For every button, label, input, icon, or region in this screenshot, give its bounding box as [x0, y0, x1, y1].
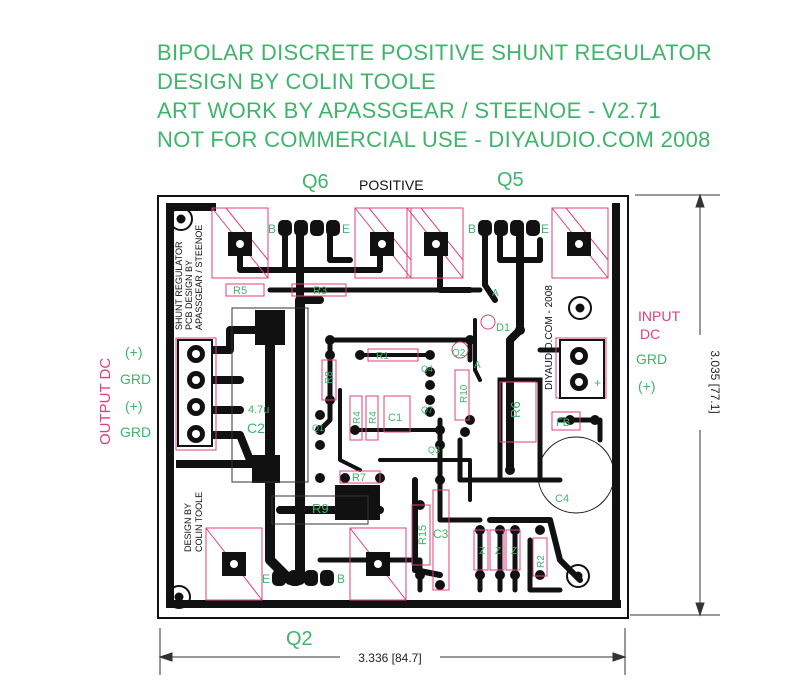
- zener-1-label: Z: [479, 546, 485, 557]
- zener-3-label: Z: [511, 546, 517, 557]
- fb-label: FB: [556, 417, 570, 429]
- anode-pin-a: A: [492, 288, 499, 299]
- input-pin-1: GRD: [636, 351, 667, 367]
- q2-label: Q2: [286, 628, 313, 650]
- zener-2-label: Z: [495, 546, 501, 557]
- q6-base-pin: B: [268, 222, 276, 236]
- q4-label: Q4: [421, 364, 433, 374]
- d1-label: D1: [496, 322, 510, 334]
- title-line-2: DESIGN BY COLIN TOOLE: [157, 69, 436, 94]
- c2-label: C2: [247, 420, 265, 436]
- silk-left-line-2: PCB DESIGN BY: [184, 260, 194, 330]
- r3-label: R3: [313, 285, 327, 297]
- width-dimension: [158, 628, 627, 675]
- c4-label: C4: [555, 493, 569, 505]
- r8-label: R8: [324, 371, 335, 384]
- r2-label: R2: [536, 555, 547, 568]
- component-outlines: [225, 283, 615, 591]
- q5-label: Q5: [497, 169, 524, 191]
- r9-label: R9: [312, 501, 329, 516]
- input-label-line-1: INPUT: [638, 308, 680, 324]
- input-terminal-block: [559, 339, 605, 399]
- width-dimension-label: 3.336 [84.7]: [358, 651, 421, 665]
- mounting-holes: [167, 207, 592, 609]
- input-plus-pin: +: [594, 376, 601, 390]
- q6-label: Q6: [302, 171, 329, 193]
- r10-label: R10: [459, 384, 470, 403]
- q2-base-pin: B: [337, 572, 345, 586]
- title-block: BIPOLAR DISCRETE POSITIVE SHUNT REGULATO…: [157, 38, 777, 154]
- ground-plane: [166, 203, 621, 608]
- r15-label: R15: [417, 525, 429, 545]
- input-pin-2: (+): [638, 378, 656, 394]
- r4-label-a: R4: [352, 411, 363, 424]
- r4-label-b: R4: [368, 411, 379, 424]
- title-line-3: ART WORK BY APASSGEAR / STEENOE - V2.71: [157, 98, 662, 123]
- q5-base-pin: B: [468, 222, 476, 236]
- output-dc-label: OUTPUT DC: [97, 358, 114, 445]
- pin-rows: [272, 220, 540, 586]
- title-line-1: BIPOLAR DISCRETE POSITIVE SHUNT REGULATO…: [157, 40, 713, 65]
- silk-left-line-1: SHUNT REGULATOR: [174, 241, 184, 330]
- q2-small-label: Q2: [452, 348, 466, 359]
- silk-bottom-left-line-1: DESIGN BY: [183, 503, 193, 552]
- labels: POSITIVE Q6 Q5 Q2 B E B E E B R5 R3 R1 R…: [97, 169, 680, 650]
- c1-label: C1: [388, 412, 402, 424]
- c3-label: C3: [433, 527, 449, 541]
- output-pin-4: GRD: [120, 424, 151, 440]
- title-line-4: NOT FOR COMMERCIAL USE - DIYAUDIO.COM 20…: [157, 127, 711, 152]
- q3-label: Q3: [428, 445, 440, 455]
- input-label-line-2: DC: [640, 326, 660, 342]
- q1-label: Q1: [312, 423, 324, 433]
- c2-value: 4.7u: [248, 404, 269, 416]
- r1-label: R1: [376, 351, 389, 362]
- output-pin-1: (+): [125, 344, 143, 360]
- q7-label: Q7: [421, 405, 433, 415]
- transistor-pads: [222, 232, 591, 576]
- silk-left-line-3: APASSGEAR / STEENOE: [194, 225, 204, 330]
- r5-label: R5: [233, 285, 247, 297]
- q6-emitter-pin: E: [342, 222, 350, 236]
- q2-emitter-pin: E: [262, 572, 270, 586]
- board-heading: POSITIVE: [359, 177, 424, 193]
- output-terminal-block: [177, 339, 213, 447]
- anode-pin-b: A: [474, 360, 481, 371]
- height-dimension-label: 3.035 [77.1]: [708, 350, 722, 413]
- output-pin-2: GRD: [120, 371, 151, 387]
- silk-bottom-left-line-2: COLIN TOOLE: [194, 492, 204, 552]
- r7-label: R7: [352, 472, 366, 484]
- r6-label: R6: [508, 401, 523, 418]
- height-dimension: [630, 193, 720, 617]
- q5-emitter-pin: E: [541, 222, 549, 236]
- silk-right-text: DIYAUDIO.COM - 2008: [544, 285, 555, 390]
- output-pin-3: (+): [125, 398, 143, 414]
